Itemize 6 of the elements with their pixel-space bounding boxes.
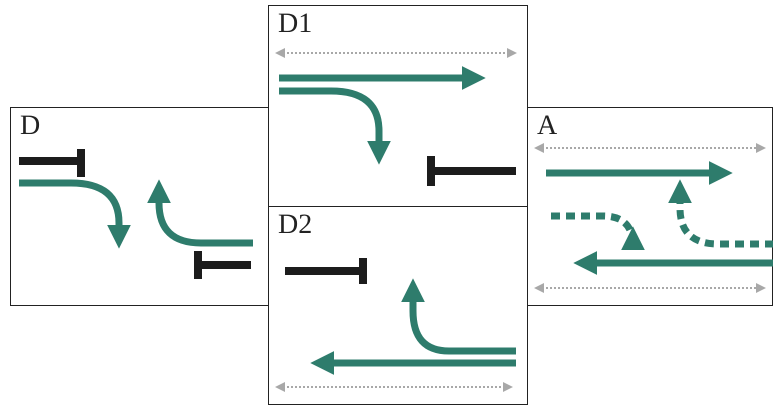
panel-label: A [537,111,558,141]
panel-label: D [20,111,40,141]
scenario-panel [10,107,269,306]
panel-label: D2 [278,210,312,240]
panel-label: D1 [278,9,312,39]
scenario-panel [527,107,773,306]
